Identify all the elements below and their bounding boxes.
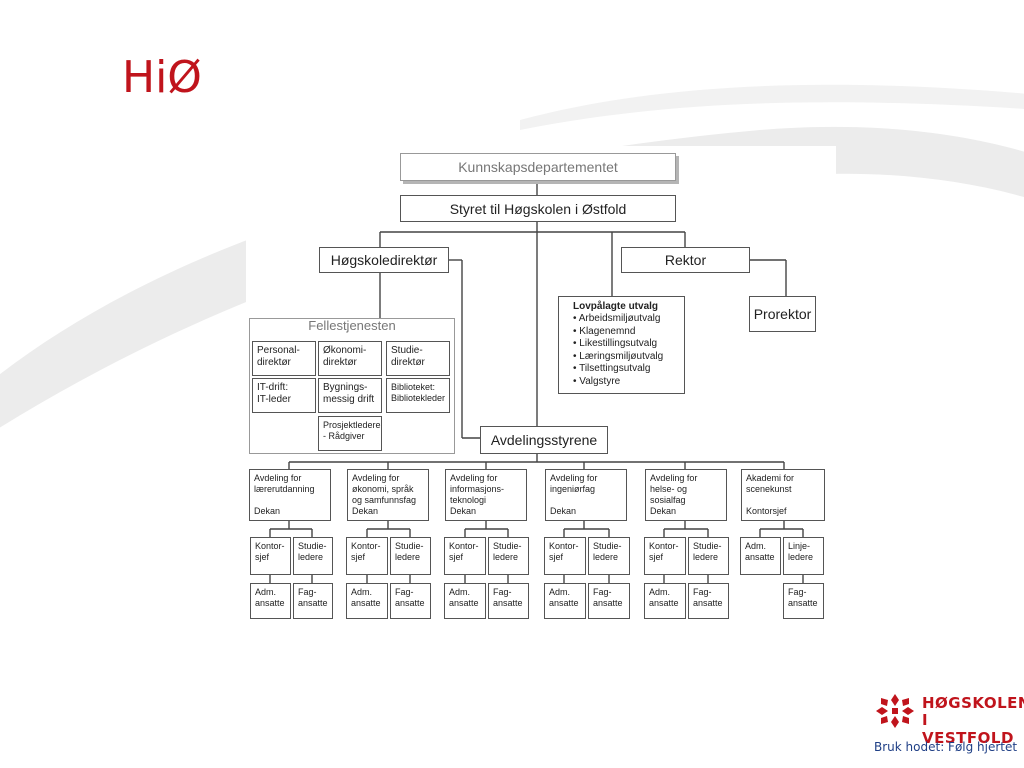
department-box: Avdeling for lærerutdanning Dekan [249, 469, 331, 521]
slide-title: HiØ [122, 52, 202, 103]
lovpalagte-title: Lovpålagte utvalg [573, 301, 659, 312]
leaf-box: Fag- ansatte [783, 583, 824, 619]
lovpalagte-item: • Læringsmiljøutvalg [573, 350, 664, 362]
sub-box: Studie- ledere [488, 537, 529, 575]
logo-line1: HØGSKOLEN [922, 694, 1024, 712]
personal-box: Personal- direktør [252, 341, 316, 376]
lovpalagte-item: • Likestillingsutvalg [573, 338, 658, 349]
sub-box: Studie- ledere [688, 537, 729, 575]
department-box: Avdeling for ingeniørfag Dekan [545, 469, 627, 521]
prorektor-box: Prorektor [749, 296, 816, 332]
lovpalagte-item: • Tilsettingsutvalg [573, 363, 651, 374]
leaf-box: Fag- ansatte [688, 583, 729, 619]
bygnings-box: Bygnings- messig drift [318, 378, 382, 413]
department-box: Akademi for scenekunst Kontorsjef [741, 469, 825, 521]
sub-box: Adm. ansatte [740, 537, 781, 575]
sub-box: Linje- ledere [783, 537, 824, 575]
hogskolen-logo-icon [876, 694, 914, 728]
leaf-box: Adm. ansatte [544, 583, 586, 619]
leaf-box: Adm. ansatte [644, 583, 686, 619]
hogskoledirektor-box: Høgskoledirektør [319, 247, 449, 273]
prosjekt-box: Prosjektledere - Rådgiver [318, 416, 382, 451]
sub-box: Studie- ledere [293, 537, 333, 575]
leaf-box: Fag- ansatte [588, 583, 630, 619]
sub-box: Kontor- sjef [250, 537, 291, 575]
styret-box: Styret til Høgskolen i Østfold [400, 195, 676, 222]
sub-box: Kontor- sjef [444, 537, 486, 575]
sub-box: Kontor- sjef [644, 537, 686, 575]
leaf-box: Adm. ansatte [444, 583, 486, 619]
leaf-box: Adm. ansatte [346, 583, 388, 619]
department-box: Avdeling for helse- og sosialfag Dekan [645, 469, 727, 521]
leaf-box: Fag- ansatte [293, 583, 333, 619]
sub-box: Studie- ledere [588, 537, 630, 575]
kd-box: Kunnskapsdepartementet [400, 153, 676, 181]
tagline: Bruk hodet: Følg hjertet [874, 740, 1018, 754]
sub-box: Studie- ledere [390, 537, 431, 575]
sub-box: Kontor- sjef [544, 537, 586, 575]
biblioteket-box: Biblioteket: Bibliotekleder [386, 378, 450, 413]
okonomi-box: Økonomi- direktør [318, 341, 382, 376]
sub-box: Kontor- sjef [346, 537, 388, 575]
leaf-box: Fag- ansatte [390, 583, 431, 619]
rektor-box: Rektor [621, 247, 750, 273]
itdrift-box: IT-drift: IT-leder [252, 378, 316, 413]
department-box: Avdeling for informasjons- teknologi Dek… [445, 469, 527, 521]
department-box: Avdeling for økonomi, språk og samfunnsf… [347, 469, 429, 521]
lovpalagte-item: • Arbeidsmiljøutvalg [573, 313, 661, 324]
lovpalagte-item: • Klagenemnd [573, 325, 636, 337]
studie-box: Studie- direktør [386, 341, 450, 376]
lovpalagte-box: Lovpålagte utvalg • Arbeidsmiljøutvalg •… [558, 296, 685, 394]
logo-line2: I VESTFOLD [922, 711, 1014, 747]
lovpalagte-item: • Valgstyre [573, 375, 621, 387]
leaf-box: Adm. ansatte [250, 583, 291, 619]
avdelingsstyrene-box: Avdelingsstyrene [480, 426, 608, 454]
fellestjenesten-title: Fellestjenesten [308, 318, 396, 333]
leaf-box: Fag- ansatte [488, 583, 529, 619]
